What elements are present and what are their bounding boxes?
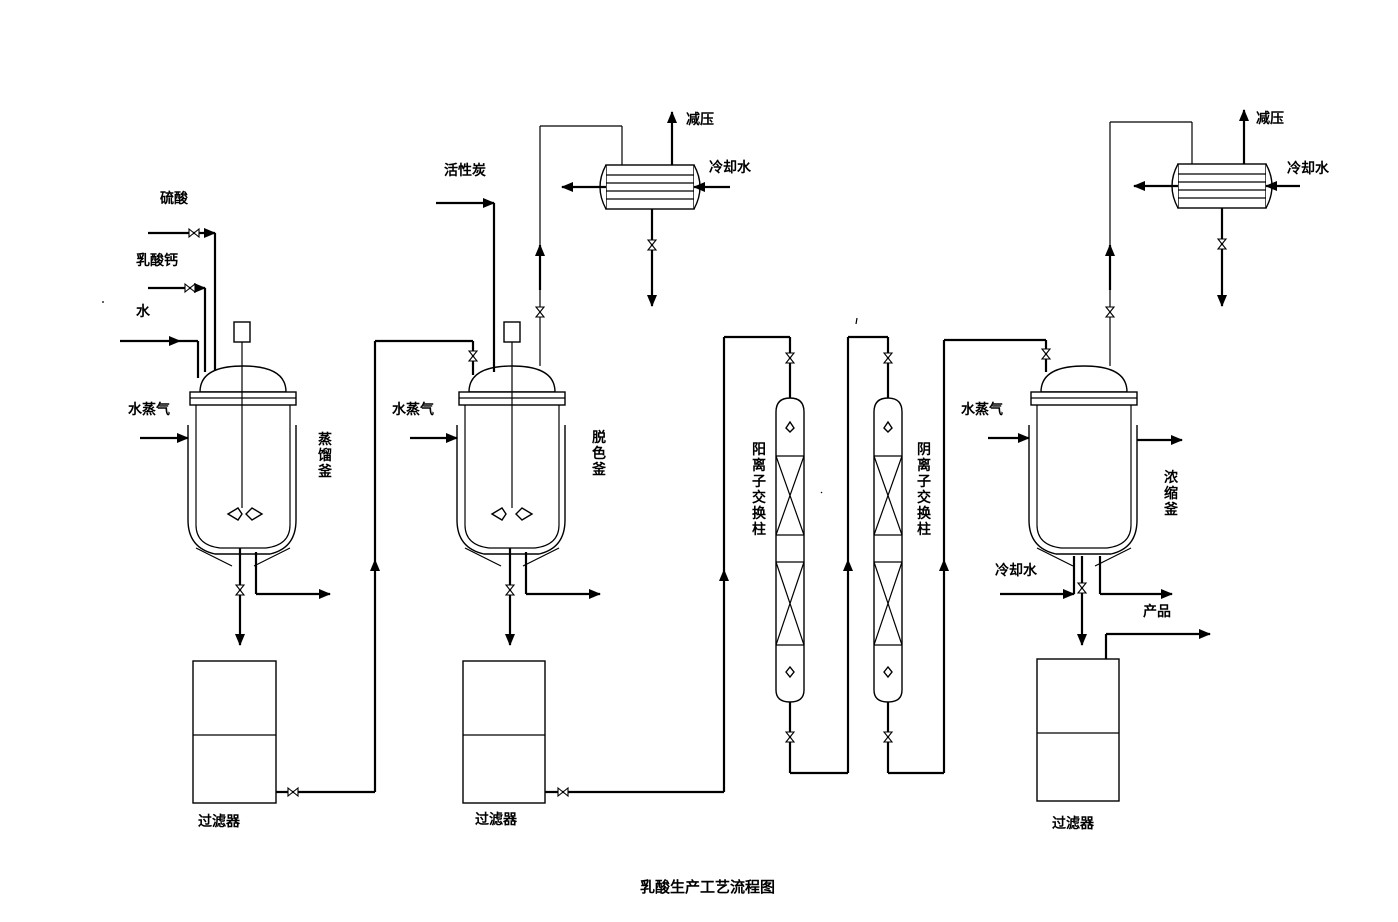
vacuum-label-1: 减压 [686, 111, 714, 128]
cooling-water-label-2: 冷却水 [1287, 160, 1330, 177]
anion-exchange-column [873, 338, 1051, 775]
vacuum-label-2: 减压 [1256, 110, 1284, 127]
vertical-label-char: 蒸 [318, 431, 332, 448]
filter-1 [192, 660, 277, 804]
vertical-label-char: 阴 [917, 442, 931, 458]
filter-2 [462, 660, 546, 804]
vertical-label-char: 交 [752, 489, 766, 506]
cooling-water-label-bottom: 冷却水 [995, 562, 1038, 579]
vertical-label-char: 脱 [592, 429, 606, 446]
vertical-label-char: 釜 [317, 463, 333, 480]
sulfuric-acid-inlet [148, 228, 217, 372]
calcium-lactate-label: 乳酸钙 [136, 252, 178, 269]
decolorization-kettle-label: 脱色釜 [591, 429, 607, 478]
cation-exchange-column [775, 317, 893, 775]
distillation-kettle-label: 蒸馏釜 [317, 431, 333, 480]
filter-label-3: 过滤器 [1052, 815, 1095, 832]
vertical-label-char: 离 [917, 457, 931, 474]
vertical-label-char: 釜 [591, 461, 607, 478]
water-inlet [120, 336, 200, 378]
vertical-label-char: 浓 [1164, 469, 1179, 486]
pipe-filter1-to-decolor [276, 339, 478, 797]
decolorization-kettle [410, 125, 623, 646]
steam-label-2: 水蒸气 [392, 401, 434, 418]
steam-label-1: 水蒸气 [128, 401, 170, 418]
activated-carbon-label: 活性炭 [444, 162, 486, 179]
product-label: 产品 [1143, 603, 1171, 620]
vertical-label-char: 子 [752, 474, 766, 490]
vertical-label-char: 离 [752, 457, 766, 474]
vertical-label-char: 阳 [752, 442, 766, 458]
vertical-label-char: 柱 [917, 521, 931, 538]
water-label: 水 [136, 303, 151, 320]
concentration-kettle-label: 浓缩釜 [1163, 469, 1179, 518]
vertical-label-char: 子 [917, 474, 931, 490]
vertical-label-char: 换 [752, 505, 767, 522]
condenser-2 [1133, 109, 1300, 307]
diagram-title: 乳酸生产工艺流程图 [640, 878, 775, 896]
filter-label-2: 过滤器 [475, 811, 518, 828]
condenser-1 [561, 111, 730, 307]
sulfuric-acid-label: 硫酸 [160, 190, 189, 207]
vertical-label-char: 交 [917, 489, 931, 506]
vertical-label-char: 色 [592, 445, 606, 462]
calcium-lactate-inlet [148, 283, 207, 372]
vertical-label-char: 换 [917, 505, 932, 522]
concentration-kettle [988, 121, 1193, 646]
cooling-water-label-1: 冷却水 [709, 159, 752, 176]
steam-label-3: 水蒸气 [961, 401, 1003, 418]
filter-label-1: 过滤器 [198, 813, 241, 830]
vertical-label-char: 釜 [1163, 501, 1179, 518]
pipe-filter2-to-cation-column [545, 335, 795, 797]
vertical-label-char: 柱 [752, 521, 766, 538]
distillation-kettle [140, 321, 331, 646]
vertical-label-char: 缩 [1164, 485, 1178, 502]
vertical-label-char: 馏 [317, 447, 332, 464]
filter-3 [1036, 629, 1211, 802]
